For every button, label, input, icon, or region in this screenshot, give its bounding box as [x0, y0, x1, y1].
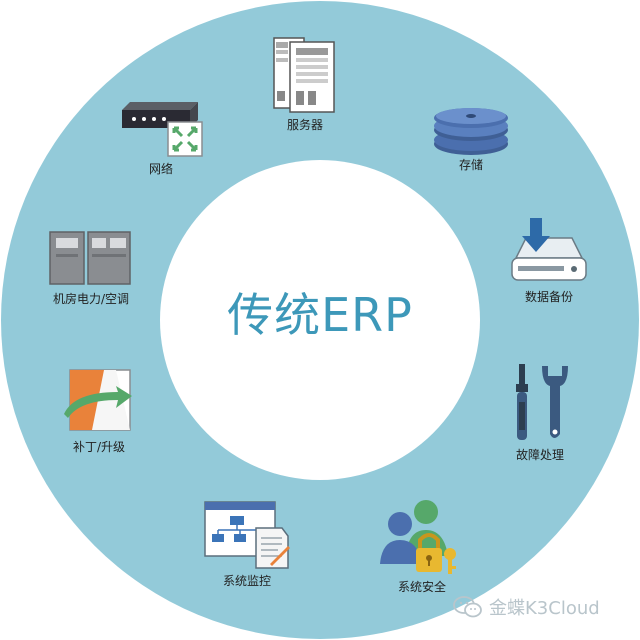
node-label: 存储 — [458, 158, 483, 172]
server-icon — [273, 37, 335, 113]
watermark: 金蝶K3Cloud — [453, 594, 600, 620]
tools-icon — [516, 364, 568, 440]
node-server: 服务器 — [272, 36, 338, 142]
center-title: 传统ERP — [227, 288, 413, 342]
node-label: 网络 — [148, 162, 173, 176]
node-label: 机房电力/空调 — [52, 292, 130, 306]
backup-drive-icon — [511, 218, 587, 281]
node-storage: 存储 — [432, 108, 510, 174]
node-network: 网络 — [118, 100, 204, 182]
node-patch: 补丁/升级 — [64, 366, 134, 458]
node-label: 系统安全 — [397, 580, 446, 594]
node-label: 补丁/升级 — [72, 440, 126, 454]
node-label: 故障处理 — [515, 448, 564, 462]
node-label: 服务器 — [286, 118, 323, 132]
node-backup: 数据备份 — [508, 218, 590, 308]
network-switch-icon — [122, 102, 203, 157]
wechat-icon — [453, 596, 482, 618]
node-label: 系统监控 — [222, 574, 271, 588]
patch-upgrade-icon — [64, 369, 132, 431]
node-security: 系统安全 — [380, 498, 464, 598]
node-troubleshoot: 故障处理 — [510, 362, 570, 462]
org-chart-document-icon — [204, 501, 290, 569]
center-circle — [160, 160, 480, 480]
node-power: 机房电力/空调 — [48, 230, 134, 312]
watermark-text: 金蝶K3Cloud — [489, 598, 600, 619]
disk-stack-icon — [434, 108, 508, 155]
node-monitor: 系统监控 — [204, 498, 290, 594]
server-room-icon — [49, 231, 131, 285]
node-label: 数据备份 — [524, 290, 573, 304]
users-lock-icon — [380, 500, 456, 574]
